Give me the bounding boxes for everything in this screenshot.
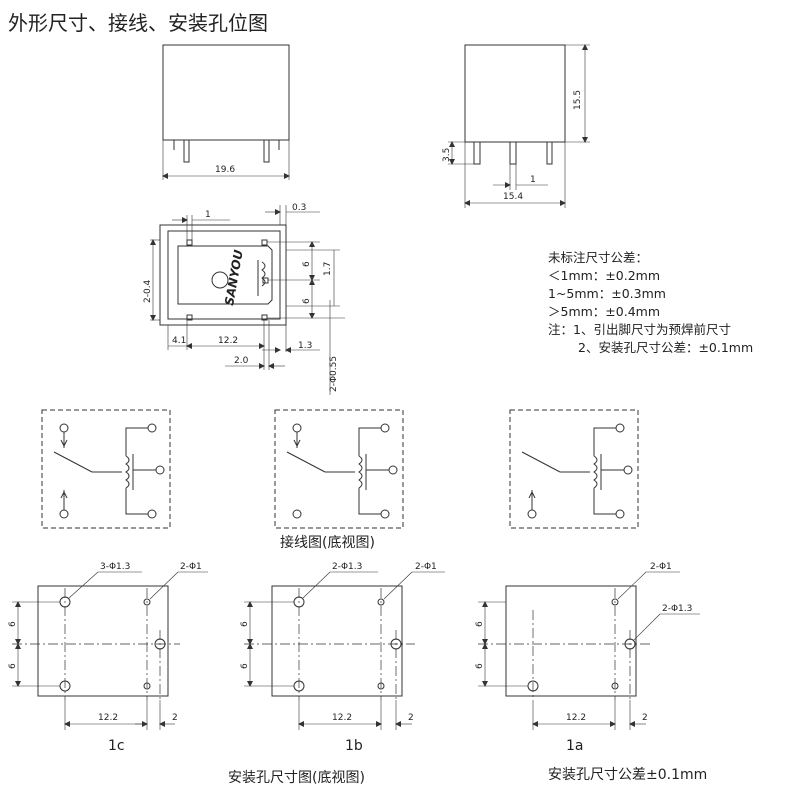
wiring-caption: 接线图(底视图) bbox=[280, 534, 375, 551]
coil-center-hole bbox=[211, 271, 229, 289]
side-pin-gap-label: 1 bbox=[530, 175, 536, 185]
bottom-view: SANYOU 1 0.3 6 6 1.7 bbox=[143, 203, 345, 395]
hole-callout-right: 2-Φ1 bbox=[650, 562, 672, 572]
note-line: 2、安装孔尺寸公差：±0.1mm bbox=[578, 340, 753, 355]
pin-width-label: 1 bbox=[205, 210, 211, 220]
side-width-label: 15.4 bbox=[503, 192, 523, 202]
note-line: ＜1mm：±0.2mm bbox=[548, 268, 660, 283]
tolerance-notes: 未标注尺寸公差： ＜1mm：±0.2mm 1~5mm：±0.3mm ＞5mm：±… bbox=[548, 250, 753, 355]
side-pin bbox=[509, 141, 517, 165]
coil-symbol bbox=[261, 261, 266, 287]
side-body bbox=[464, 44, 566, 143]
side-outline-view: 15.5 3.5 1 15.4 bbox=[442, 44, 590, 208]
bottom-body-outer bbox=[159, 224, 287, 326]
front-width-label: 19.6 bbox=[215, 165, 235, 175]
pin-dia-label: 2-Φ0.55 bbox=[329, 356, 339, 392]
side-pin bbox=[473, 141, 481, 165]
left-dim-label: 2-0.4 bbox=[143, 279, 153, 303]
hole-diagram-1c: 6 6 12.2 2 3-Φ1.3 2-Φ1 1c bbox=[8, 562, 208, 754]
row-b-label: 6 bbox=[302, 298, 312, 304]
hole-dim-v2: 6 bbox=[8, 663, 18, 669]
bottom-pin bbox=[186, 239, 193, 246]
note-line: ＞5mm：±0.4mm bbox=[548, 304, 660, 319]
hole-dim-h: 12.2 bbox=[98, 713, 118, 723]
bottom-body-inner bbox=[177, 245, 273, 305]
page-title: 外形尺寸、接线、安装孔位图 bbox=[8, 11, 268, 35]
bottom-c-label: 2.0 bbox=[234, 356, 249, 366]
front-pin bbox=[183, 139, 190, 163]
bottom-a-label: 4.1 bbox=[172, 336, 186, 346]
hole-dim-v2: 6 bbox=[240, 663, 250, 669]
hole-label: 1b bbox=[345, 738, 363, 754]
hole-dim-h2: 2 bbox=[642, 713, 648, 723]
side-pin-label: 3.5 bbox=[442, 148, 452, 162]
hole-callout-right: 2-Φ1 bbox=[415, 562, 437, 572]
wiring-1b bbox=[274, 409, 404, 529]
gap-label: 1.7 bbox=[323, 262, 333, 276]
hole-dim-h: 12.2 bbox=[332, 713, 352, 723]
wiring-1a bbox=[509, 409, 639, 529]
hole-caption-right: 安装孔尺寸公差±0.1mm bbox=[548, 767, 707, 783]
row-a-label: 6 bbox=[302, 261, 312, 267]
hole-diagram-1a: 6 6 12.2 2 2-Φ1.3 2-Φ1 1a bbox=[475, 562, 700, 754]
wiring-1c bbox=[41, 409, 171, 529]
front-outline-view: 19.6 bbox=[162, 44, 290, 180]
hole-diagram-1b: 6 6 12.2 2 2-Φ1.3 2-Φ1 1b bbox=[240, 562, 445, 754]
bottom-d-label: 1.3 bbox=[298, 341, 312, 351]
hole-dim-h2: 2 bbox=[172, 713, 178, 723]
hole-dim-h2: 2 bbox=[408, 713, 414, 723]
bottom-b-label: 12.2 bbox=[218, 336, 238, 346]
bottom-pin bbox=[261, 239, 268, 246]
hole-label: 1a bbox=[566, 738, 584, 754]
front-pin bbox=[263, 139, 270, 163]
note-line: 未标注尺寸公差： bbox=[548, 250, 648, 265]
hole-dim-v1: 6 bbox=[240, 621, 250, 627]
hole-dim-h: 12.2 bbox=[566, 713, 586, 723]
note-line: 1~5mm：±0.3mm bbox=[548, 286, 666, 301]
hole-callout-right: 2-Φ1 bbox=[180, 562, 202, 572]
offset-top-label: 0.3 bbox=[292, 203, 306, 213]
bottom-pin bbox=[262, 277, 269, 284]
hole-callout-left: 2-Φ1.3 bbox=[332, 562, 362, 572]
hole-caption-left: 安装孔尺寸图(底视图) bbox=[228, 770, 365, 786]
front-body bbox=[162, 44, 290, 141]
hole-dim-v1: 6 bbox=[8, 621, 18, 627]
note-line: 注：1、引出脚尺寸为预焊前尺寸 bbox=[548, 322, 731, 337]
hole-callout-left: 3-Φ1.3 bbox=[100, 562, 130, 572]
hole-dim-v1: 6 bbox=[475, 621, 485, 627]
hole-label: 1c bbox=[108, 738, 125, 754]
side-pin bbox=[546, 141, 553, 165]
brand-label: SANYOU bbox=[222, 249, 246, 307]
hole-callout-left: 2-Φ1.3 bbox=[662, 604, 692, 614]
bottom-pin bbox=[186, 314, 193, 321]
bottom-pin bbox=[261, 314, 268, 321]
hole-dim-v2: 6 bbox=[475, 663, 485, 669]
side-height-label: 15.5 bbox=[573, 90, 583, 110]
